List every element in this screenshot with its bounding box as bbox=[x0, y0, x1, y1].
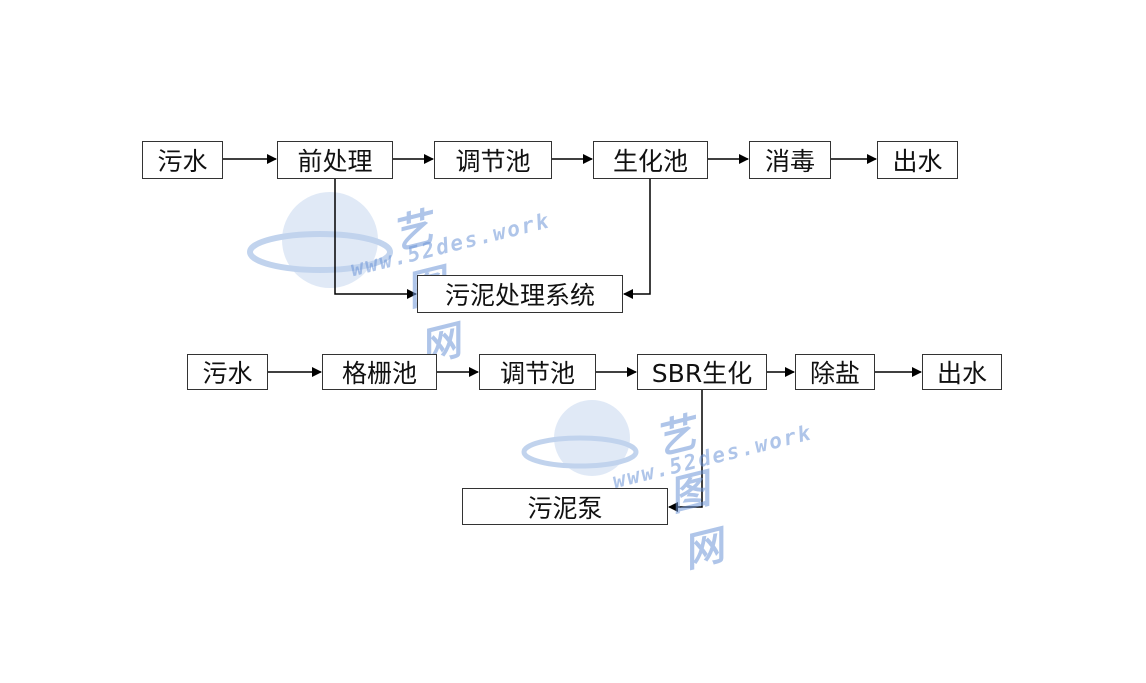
node-bottom-equalization-tank: 调节池 bbox=[479, 354, 596, 390]
node-top-disinfection: 消毒 bbox=[749, 141, 831, 179]
node-bottom-sewage: 污水 bbox=[187, 354, 268, 390]
node-top-equalization-tank: 调节池 bbox=[434, 141, 552, 179]
edge-top-sludge-left bbox=[334, 179, 417, 299]
node-bottom-effluent: 出水 bbox=[922, 354, 1002, 390]
node-bottom-screen-tank: 格栅池 bbox=[322, 354, 437, 390]
edge-top-sludge-right bbox=[623, 179, 651, 299]
top-diagram-edges bbox=[223, 154, 877, 299]
node-bottom-desalination: 除盐 bbox=[795, 354, 875, 390]
node-top-sludge-system: 污泥处理系统 bbox=[417, 275, 623, 313]
node-bottom-sludge-pump: 污泥泵 bbox=[462, 488, 668, 525]
node-top-sewage: 污水 bbox=[142, 141, 223, 179]
watermark-globe-icon bbox=[247, 192, 393, 288]
node-top-biochemical-tank: 生化池 bbox=[593, 141, 708, 179]
node-bottom-sbr: SBR生化 bbox=[637, 354, 767, 390]
watermark-globe-icon bbox=[521, 400, 639, 476]
node-top-effluent: 出水 bbox=[877, 141, 958, 179]
bottom-diagram-edges bbox=[268, 367, 922, 512]
edge-bottom-sludge bbox=[668, 390, 703, 512]
node-top-pretreatment: 前处理 bbox=[277, 141, 393, 179]
